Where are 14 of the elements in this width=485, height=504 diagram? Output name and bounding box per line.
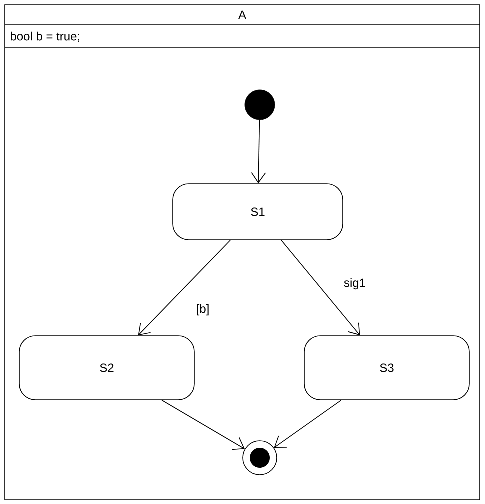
state-box: S3 — [304, 336, 470, 400]
arrow — [281, 240, 360, 336]
arrow — [138, 240, 231, 336]
edge-label: [b] — [195, 303, 211, 317]
arrow — [274, 400, 342, 448]
state-box: S1 — [172, 184, 344, 240]
final-state — [242, 440, 278, 476]
arrow — [251, 120, 266, 184]
edge-label: sig1 — [343, 277, 367, 291]
arrow — [162, 400, 245, 450]
frame-title: A — [238, 10, 246, 20]
initial-state — [244, 90, 276, 120]
state-box: S2 — [19, 336, 195, 400]
attribute-text: bool b = true; — [10, 32, 80, 42]
